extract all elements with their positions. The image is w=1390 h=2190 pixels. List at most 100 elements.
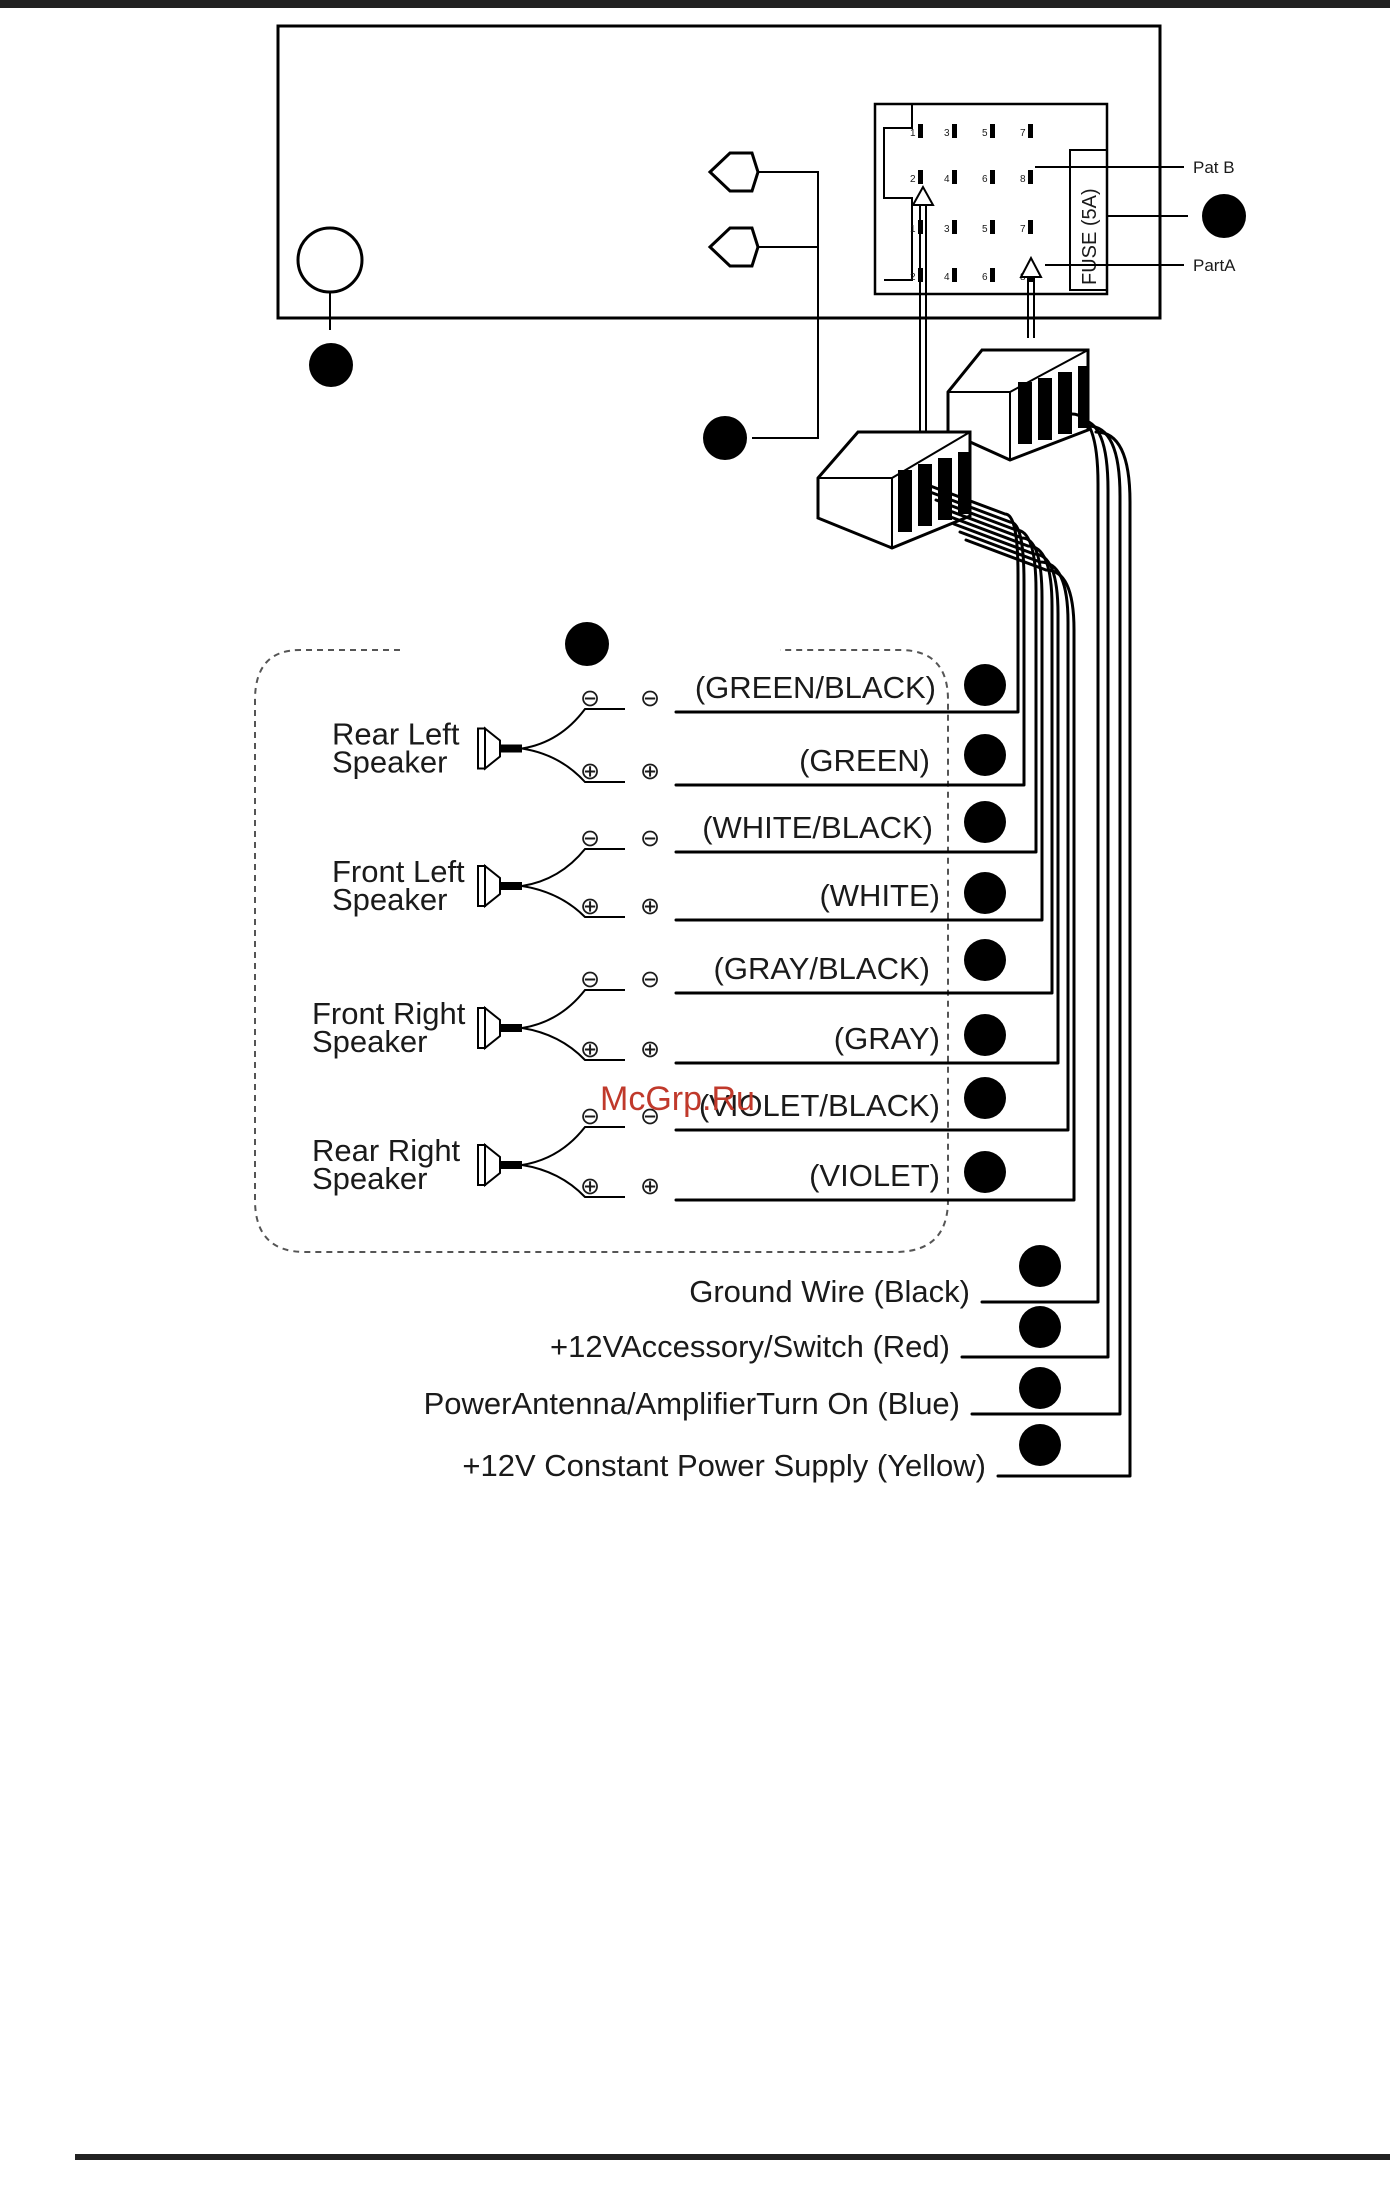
rca-socket-bottom [707,226,760,268]
wire-line [970,424,1122,1416]
positive-terminal-icon: ⊕ [640,758,660,785]
speaker-wire: ⊕ ⊕ (GREEN) [580,490,1026,787]
power-wire: Ground Wire (Black) [689,412,1100,1309]
pin-number: 4 [944,272,950,283]
speaker-icon [477,1144,486,1186]
pin-contact [918,124,923,138]
speaker-label-line1: Front Right [312,996,466,1031]
speaker-label-line2: Speaker [312,1024,427,1059]
speaker-cone-icon [484,1005,501,1051]
rca-socket-top [707,151,760,193]
pin-contact [918,170,923,184]
speaker-cone-icon [484,863,501,909]
callout-marker-power [1019,1245,1061,1287]
pin-number: 8 [1020,174,1026,185]
speaker-label-line2: Speaker [332,882,447,917]
positive-terminal-icon: ⊕ [640,1036,660,1063]
wire-line [674,498,1038,854]
plug-pointer-arrows [911,184,1043,440]
positive-terminal-icon: ⊕ [580,893,600,920]
part-a-label: PartA [1193,256,1236,275]
callout-marker-wire [964,872,1006,914]
pin-number: 1 [910,128,916,139]
part-b-label: Pat B [1193,158,1235,177]
callout-marker-antenna [309,343,353,387]
pin-contact [952,268,957,282]
pin-contact [990,268,995,282]
pin-contact [952,124,957,138]
power-wire: +12VAccessory/Switch (Red) [550,418,1110,1364]
pin-contact [1028,170,1033,184]
power-wire-label: +12V Constant Power Supply (Yellow) [462,1448,986,1483]
pin-number: 4 [944,174,950,185]
pin-contact [990,220,995,234]
pin-number: 5 [982,128,988,139]
callout-marker-wire [964,734,1006,776]
pin-contact [1028,220,1033,234]
pin-number: 2 [910,272,916,283]
pin-number: 3 [944,224,950,235]
positive-terminal-icon: ⊕ [640,1173,660,1200]
power-wire-label: Ground Wire (Black) [689,1274,970,1309]
callout-marker-fuse [1202,194,1246,238]
antenna-socket [296,226,364,294]
positive-terminal-icon: ⊕ [580,1173,600,1200]
negative-terminal-icon: ⊖ [580,966,600,993]
pin-number: 3 [944,128,950,139]
speaker-icon [477,727,486,770]
negative-terminal-icon: ⊖ [580,1103,600,1130]
wire-color-label: (GREEN) [799,743,930,778]
wire-line [674,482,1020,714]
speaker-cone-icon [484,726,501,771]
pin-contact [1028,124,1033,138]
bottom-rule [75,2154,1390,2160]
callout-marker-power [1019,1367,1061,1409]
power-wire-label: +12VAccessory/Switch (Red) [550,1329,950,1364]
pin-contact [952,170,957,184]
speaker-wire: ⊕⊕(WHITE) [580,506,1044,922]
speaker-cone-icon [484,1142,501,1188]
wire-line [980,412,1100,1304]
fuse-label: FUSE (5A) [1079,188,1101,285]
head-unit-chassis [276,24,1162,320]
callout-marker-wire [964,801,1006,843]
wire-line [674,506,1044,922]
callout-marker-power [1019,1424,1061,1466]
speaker-wire: ⊕⊕(VIOLET) [580,538,1076,1202]
power-wire-label: PowerAntenna/AmplifierTurn On (Blue) [424,1386,960,1421]
power-wire: +12V Constant Power Supply (Yellow) [462,430,1132,1483]
callout-marker-wire [964,664,1006,706]
pin-number: 1 [910,224,916,235]
wire-color-label: (GRAY) [834,1021,940,1056]
pin-number: 7 [1020,224,1026,235]
wire-line [960,418,1110,1359]
speaker-label-line1: Rear Right [312,1133,461,1168]
wire-color-label: (GRAY/BLACK) [714,951,930,986]
negative-terminal-icon: ⊖ [640,825,660,852]
speaker-label-line2: Speaker [332,745,447,780]
power-wire: PowerAntenna/AmplifierTurn On (Blue) [424,424,1122,1421]
callout-marker-wire [964,1151,1006,1193]
pin-contact [952,220,957,234]
negative-terminal-icon: ⊖ [580,685,600,712]
wire-line [674,530,1070,1132]
wire-color-label: (WHITE/BLACK) [702,810,933,845]
speaker-icon [477,1007,486,1049]
power-harness-plug [946,348,1090,462]
speaker-label-line1: Front Left [332,854,465,889]
speaker-icon [477,865,486,907]
speaker-label-line2: Speaker [312,1161,427,1196]
speaker-label-line1: Rear Left [332,717,460,752]
top-rule [0,0,1390,8]
speaker-wire: ⊖ ⊖ (WHITE/BLACK) [580,498,1038,854]
speaker-harness-plug [816,430,972,550]
positive-terminal-icon: ⊕ [580,1036,600,1063]
callout-marker-wire [964,1014,1006,1056]
positive-terminal-icon: ⊕ [580,758,600,785]
pin-number: 6 [982,174,988,185]
pin-number: 7 [1020,128,1026,139]
wire-color-label: (VIOLET/BLACK) [699,1088,940,1123]
